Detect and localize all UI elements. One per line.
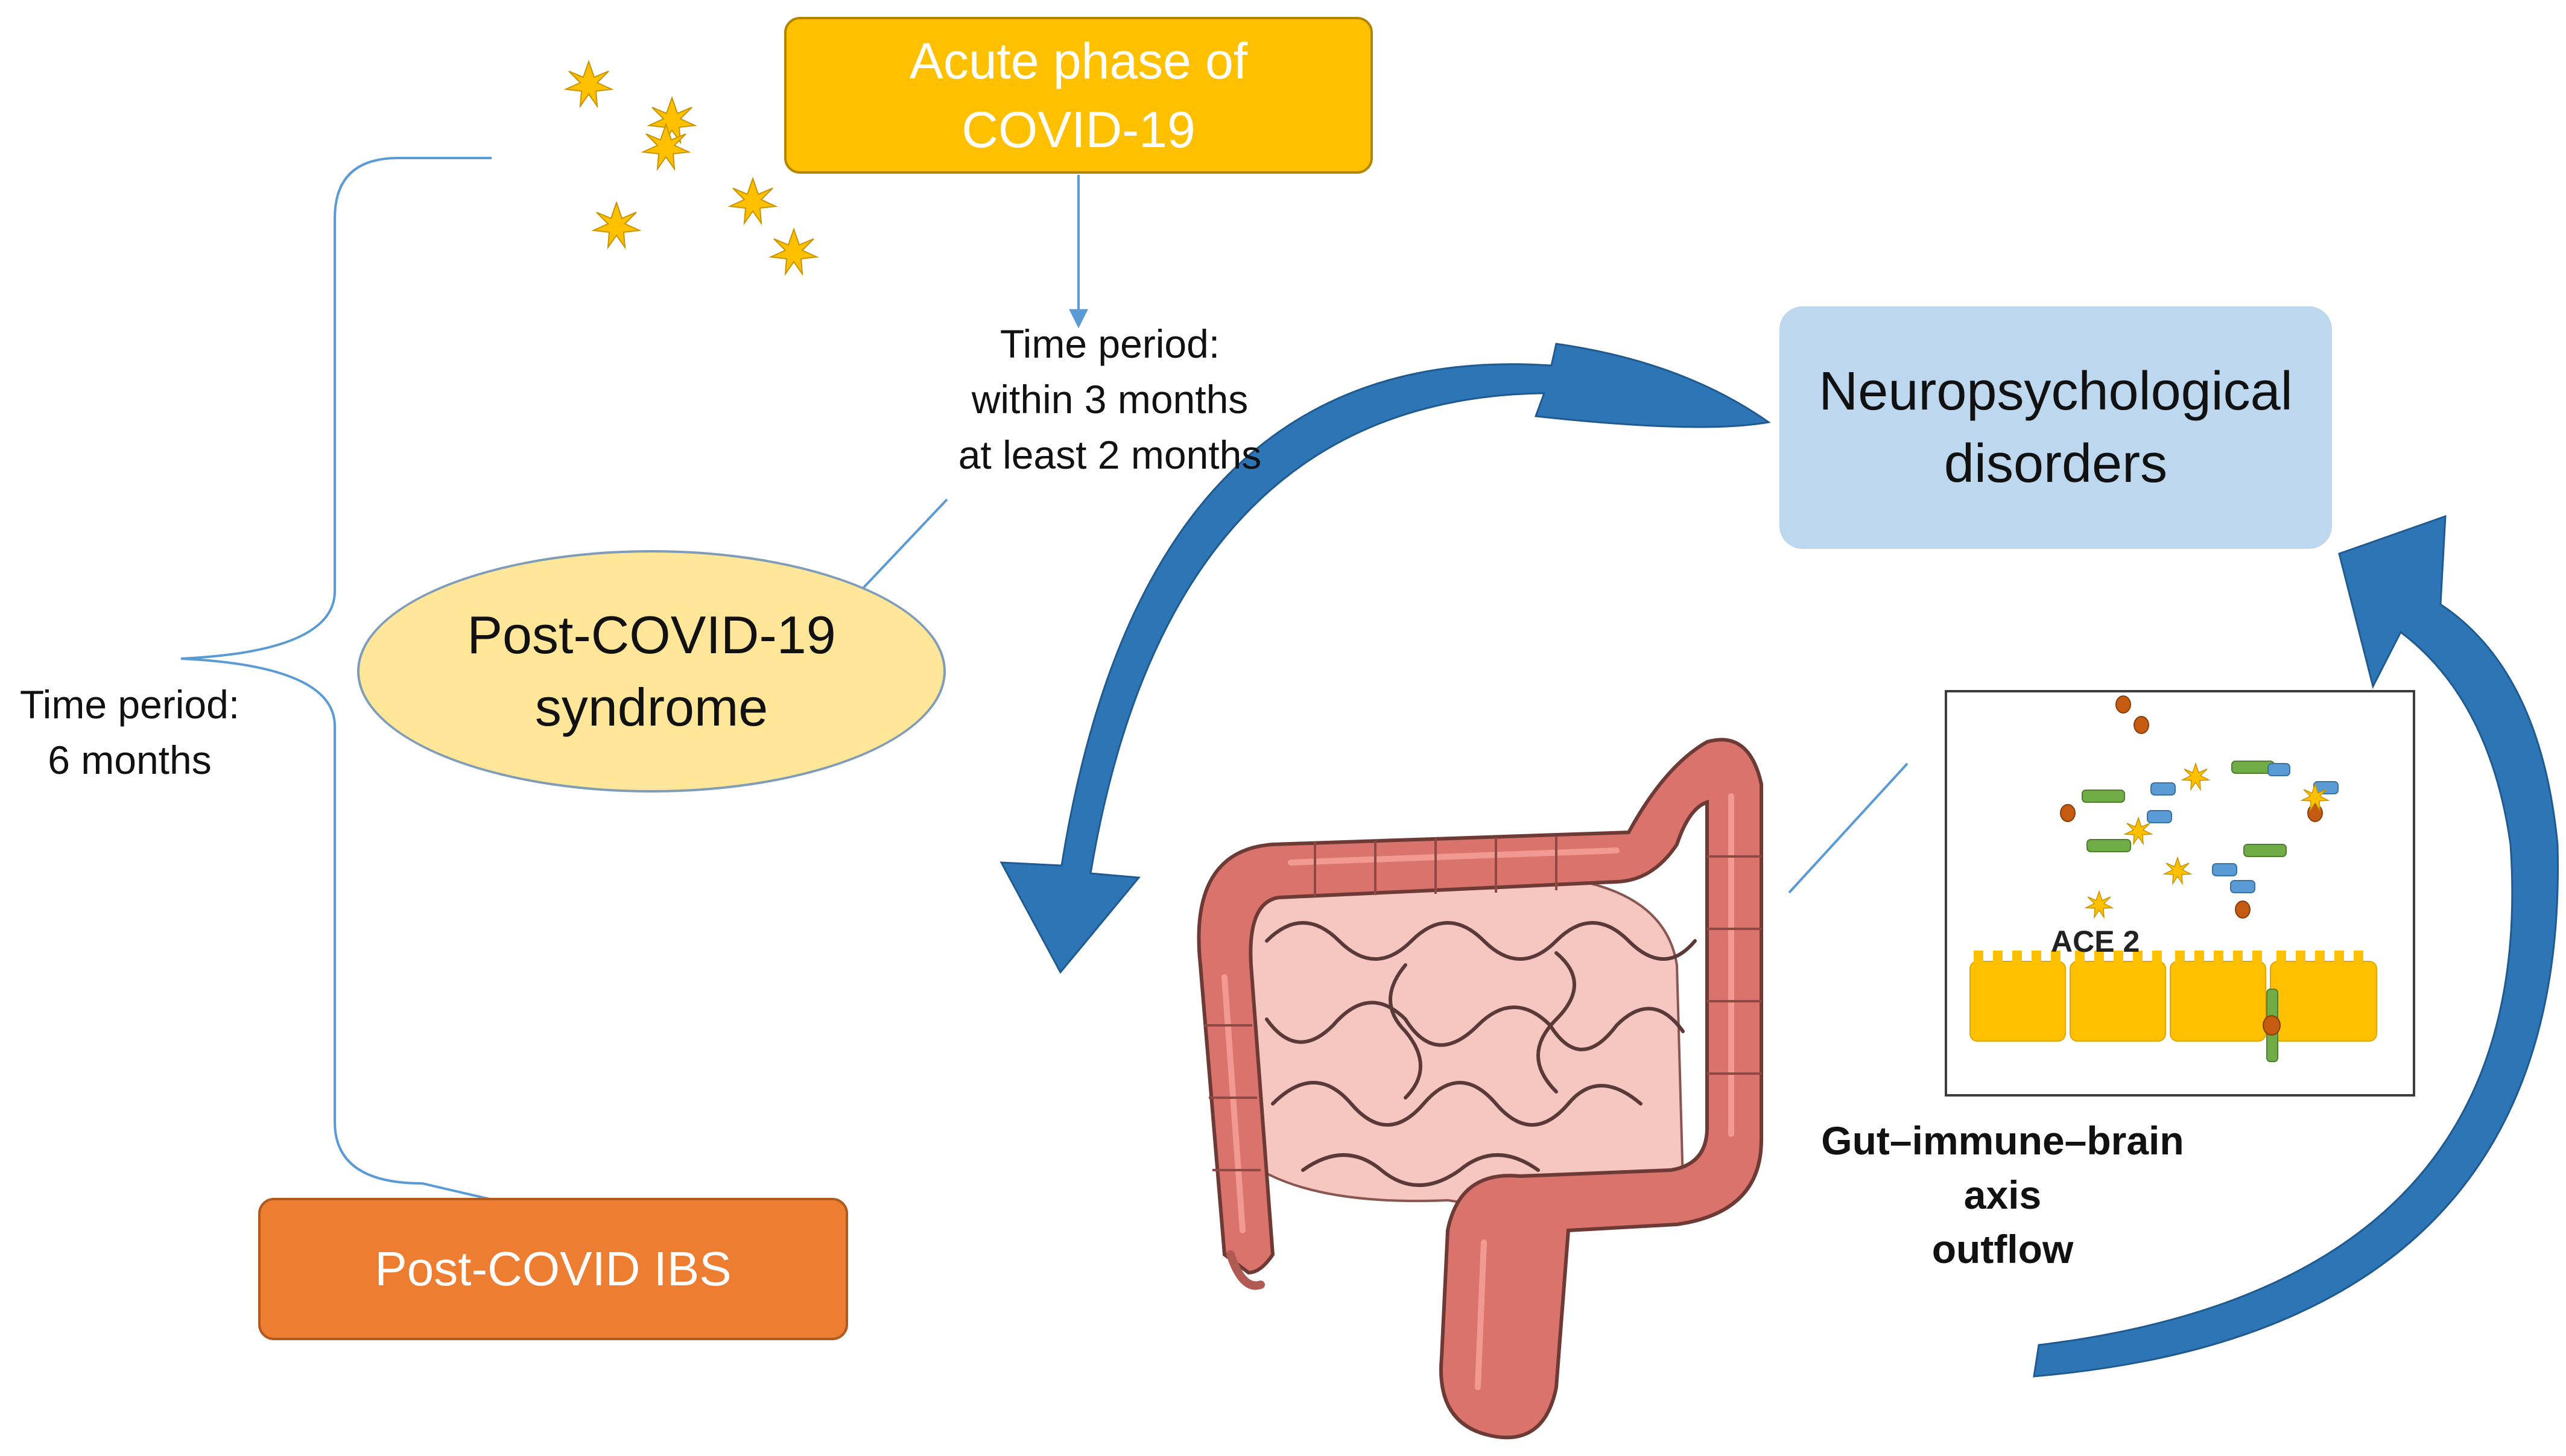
time-period-3-months: Time period: within 3 months at least 2 … bbox=[899, 316, 1321, 483]
time-period-6-months: Time period: 6 months bbox=[0, 677, 259, 788]
cycle-arrow-gut-to-brain bbox=[2033, 514, 2559, 1378]
acute-phase-line2: COVID-19 bbox=[961, 101, 1196, 158]
cytokines bbox=[2082, 761, 2339, 1062]
appendix bbox=[1226, 1250, 1265, 1290]
intestine-illustration bbox=[1197, 738, 1763, 1440]
time-period-6m-line1: Time period: bbox=[19, 682, 240, 727]
virus-icon bbox=[648, 97, 695, 143]
time-period-3m-line3: at least 2 months bbox=[958, 432, 1262, 477]
time-period-leader-line bbox=[861, 498, 948, 590]
neuro-line1: Neuropsychological bbox=[1819, 361, 2293, 422]
acute-phase-line1: Acute phase of bbox=[909, 33, 1248, 89]
axis-line3: outflow bbox=[1931, 1227, 2074, 1271]
epithelium-inset bbox=[1945, 690, 2415, 1097]
syndrome-line1: Post-COVID-19 bbox=[467, 605, 836, 665]
ace2-receptor-label: ACE 2 bbox=[2051, 925, 2140, 958]
ibs-label: Post-COVID IBS bbox=[375, 1242, 732, 1296]
virus-icon bbox=[729, 178, 776, 224]
post-covid-ibs-box: Post-COVID IBS bbox=[258, 1198, 848, 1340]
neuropsychological-disorders-box: Neuropsychological disorders bbox=[1779, 306, 2332, 549]
microvilli bbox=[1974, 951, 2363, 964]
virus-icon bbox=[770, 229, 817, 274]
inset-leader-line bbox=[1788, 762, 1909, 894]
gut-immune-brain-axis-label: Gut–immune–brain axis outflow bbox=[1791, 1113, 2214, 1276]
six-month-brace bbox=[180, 157, 492, 1200]
axis-line2: axis bbox=[1963, 1173, 2042, 1217]
virus-icon bbox=[565, 61, 612, 107]
virus-icon bbox=[642, 124, 689, 169]
epithelial-cells bbox=[1969, 961, 2377, 1042]
neuro-line2: disorders bbox=[1944, 434, 2168, 494]
syndrome-line2: syndrome bbox=[534, 677, 768, 737]
virus-particles bbox=[565, 61, 817, 274]
time-period-3m-line1: Time period: bbox=[999, 321, 1220, 366]
cycle-arrow-brain-to-gut bbox=[999, 343, 1771, 974]
time-period-3m-line2: within 3 months bbox=[971, 377, 1249, 422]
time-period-6m-line2: 6 months bbox=[48, 738, 212, 782]
acute-phase-box: Acute phase of COVID-19 bbox=[784, 17, 1373, 174]
axis-line1: Gut–immune–brain bbox=[1821, 1118, 2184, 1163]
immune-cells bbox=[2060, 695, 2323, 1036]
virus-icon bbox=[593, 202, 640, 248]
post-covid-syndrome-ellipse: Post-COVID-19 syndrome bbox=[357, 550, 946, 793]
